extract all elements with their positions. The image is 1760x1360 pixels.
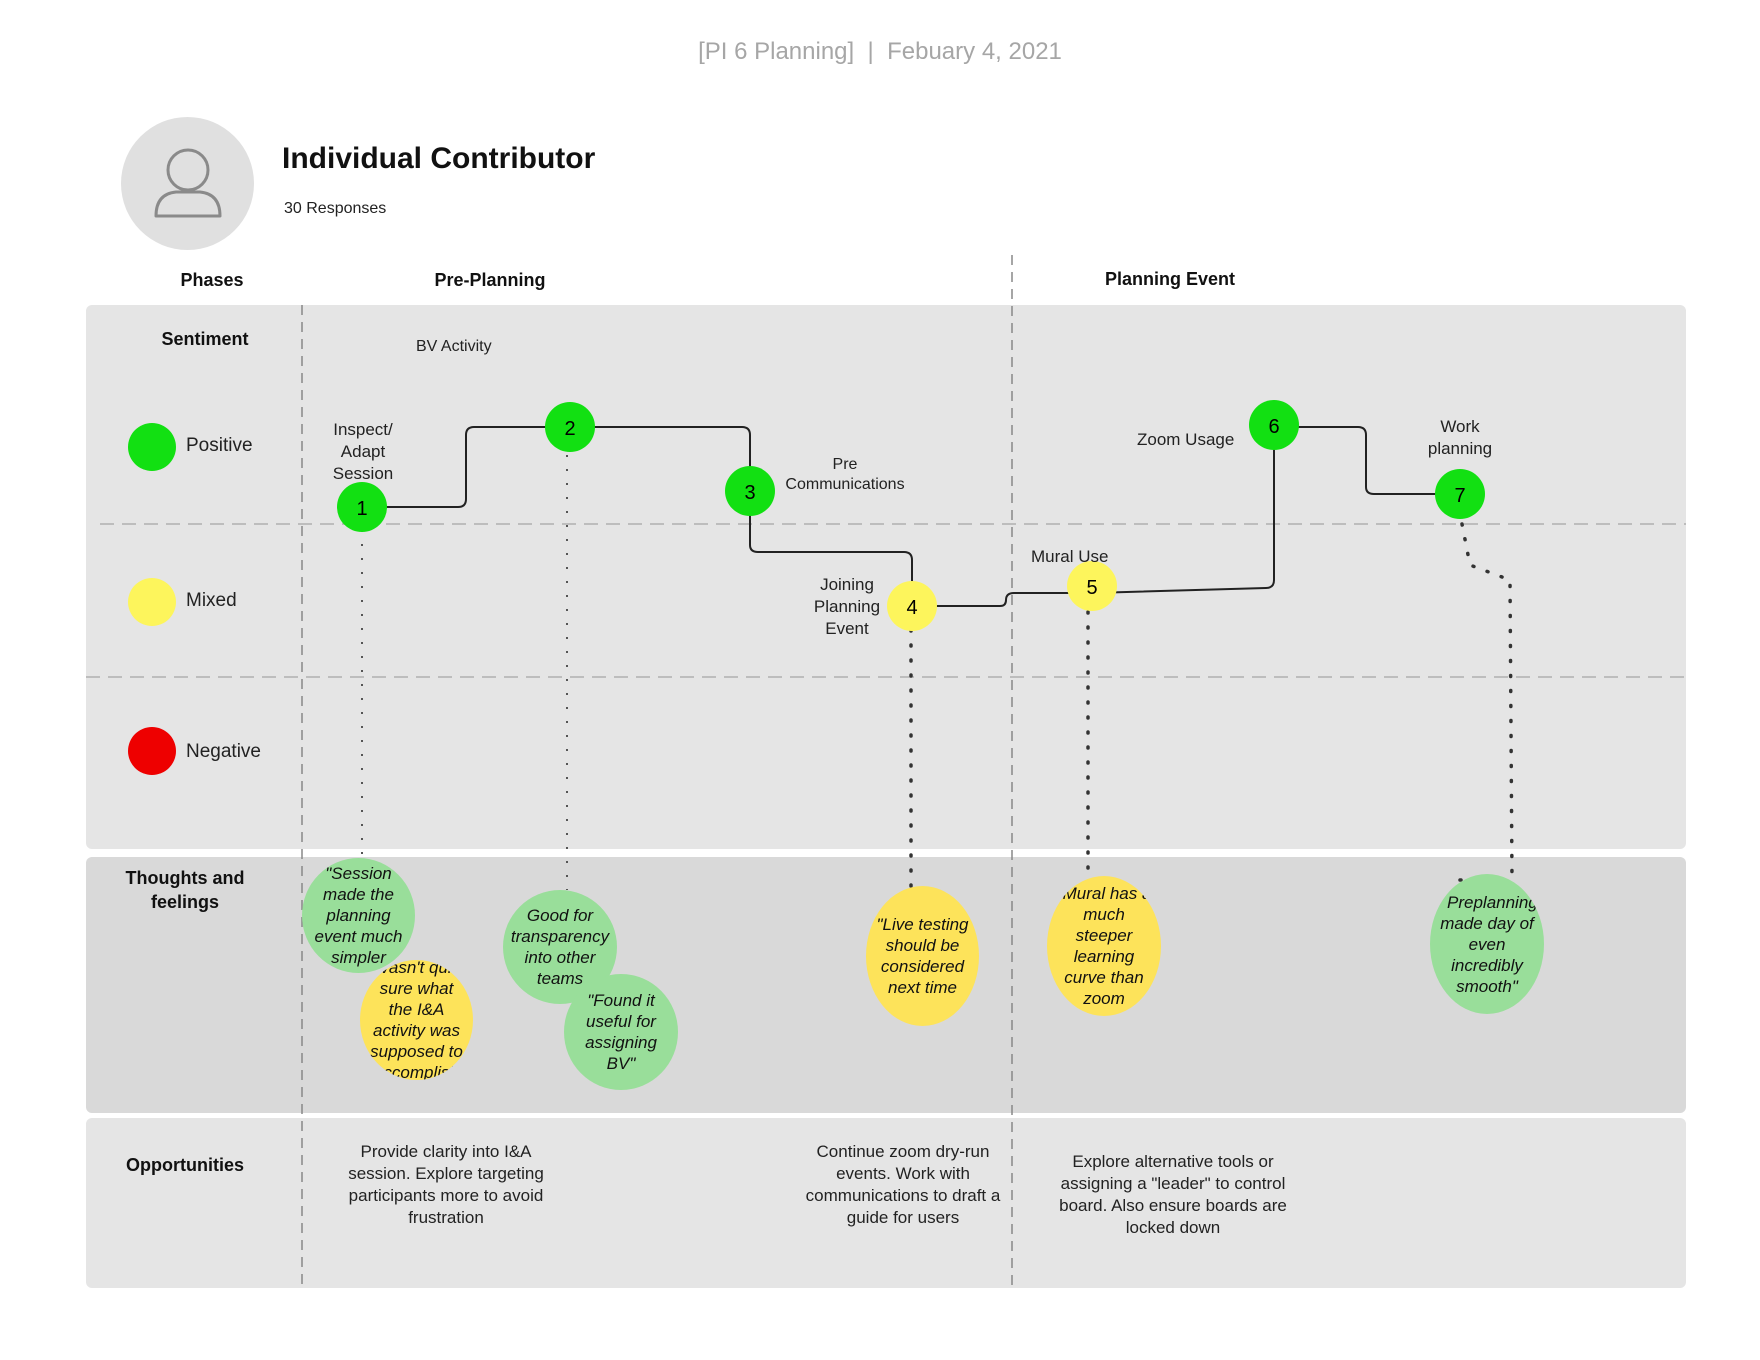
phases-header: Phases <box>180 270 244 290</box>
pre-planning-header: Pre-Planning <box>434 270 546 290</box>
opportunity-text: Continue zoom dry-run events. Work with … <box>805 1142 1001 1227</box>
step-3-label: Pre Communications <box>785 456 905 493</box>
thought-bubble: "Session made the planning event much si… <box>302 858 415 973</box>
positive-dot <box>128 423 176 471</box>
step-4: 4 <box>887 581 937 631</box>
step-number: 2 <box>564 418 575 440</box>
step-number: 3 <box>744 482 755 504</box>
legend-mixed: Mixed <box>186 590 237 611</box>
negative-dot <box>128 727 176 775</box>
thoughts-row-label: Thoughts and feelings <box>125 868 245 912</box>
opportunity-text: Explore alternative tools or assigning a… <box>1059 1152 1287 1237</box>
journey-path <box>362 426 1458 607</box>
thought-bubble: "Live testing should be considered next … <box>866 886 979 1026</box>
step-5: 5 <box>1067 561 1117 611</box>
step-number: 4 <box>906 597 917 619</box>
step-4-label: Joining Planning Event <box>813 575 881 638</box>
step-number: 7 <box>1454 485 1465 507</box>
thought-bubble: "Wasn't quite sure what the I&A activity… <box>360 960 473 1080</box>
thought-bubble: "Found it useful for assigning BV" <box>564 974 678 1090</box>
step-7-label: Work planning <box>1427 417 1493 458</box>
step-1-label: Inspect/ Adapt Session <box>332 420 394 483</box>
step-2: 2 <box>545 402 595 452</box>
step-6: 6 <box>1249 400 1299 450</box>
step-6-label: Zoom Usage <box>1137 430 1235 449</box>
step-number: 1 <box>356 498 367 520</box>
mixed-dot <box>128 578 176 626</box>
avatar <box>121 117 254 250</box>
planning-event-header: Planning Event <box>1104 269 1236 289</box>
persona-responses: 30 Responses <box>284 200 387 217</box>
legend-positive: Positive <box>186 435 253 456</box>
step-number: 5 <box>1086 577 1097 599</box>
legend-negative: Negative <box>186 741 261 762</box>
step-number: 6 <box>1268 416 1279 438</box>
step-3: 3 <box>725 466 775 516</box>
step-1: 1 <box>337 482 387 532</box>
user-icon <box>154 148 222 218</box>
step-5-label: Mural Use <box>1031 547 1109 566</box>
thought-bubble: "Mural has a much steeper learning curve… <box>1047 876 1161 1016</box>
persona-name: Individual Contributor <box>282 142 596 175</box>
drop-line <box>1460 522 1514 882</box>
opportunity-text: Provide clarity into I&A session. Explor… <box>348 1142 544 1227</box>
opportunities-row-label: Opportunities <box>126 1155 244 1175</box>
step-7: 7 <box>1435 469 1485 519</box>
bv-activity-label: BV Activity <box>416 338 492 355</box>
sentiment-panel <box>86 305 1686 849</box>
sentiment-row-label: Sentiment <box>161 329 249 349</box>
page-title: [PI 6 Planning] | Febuary 4, 2021 <box>698 38 1062 65</box>
opportunities-panel <box>86 1118 1686 1288</box>
thought-bubble: " Preplanning made day of even incredibl… <box>1430 874 1544 1014</box>
